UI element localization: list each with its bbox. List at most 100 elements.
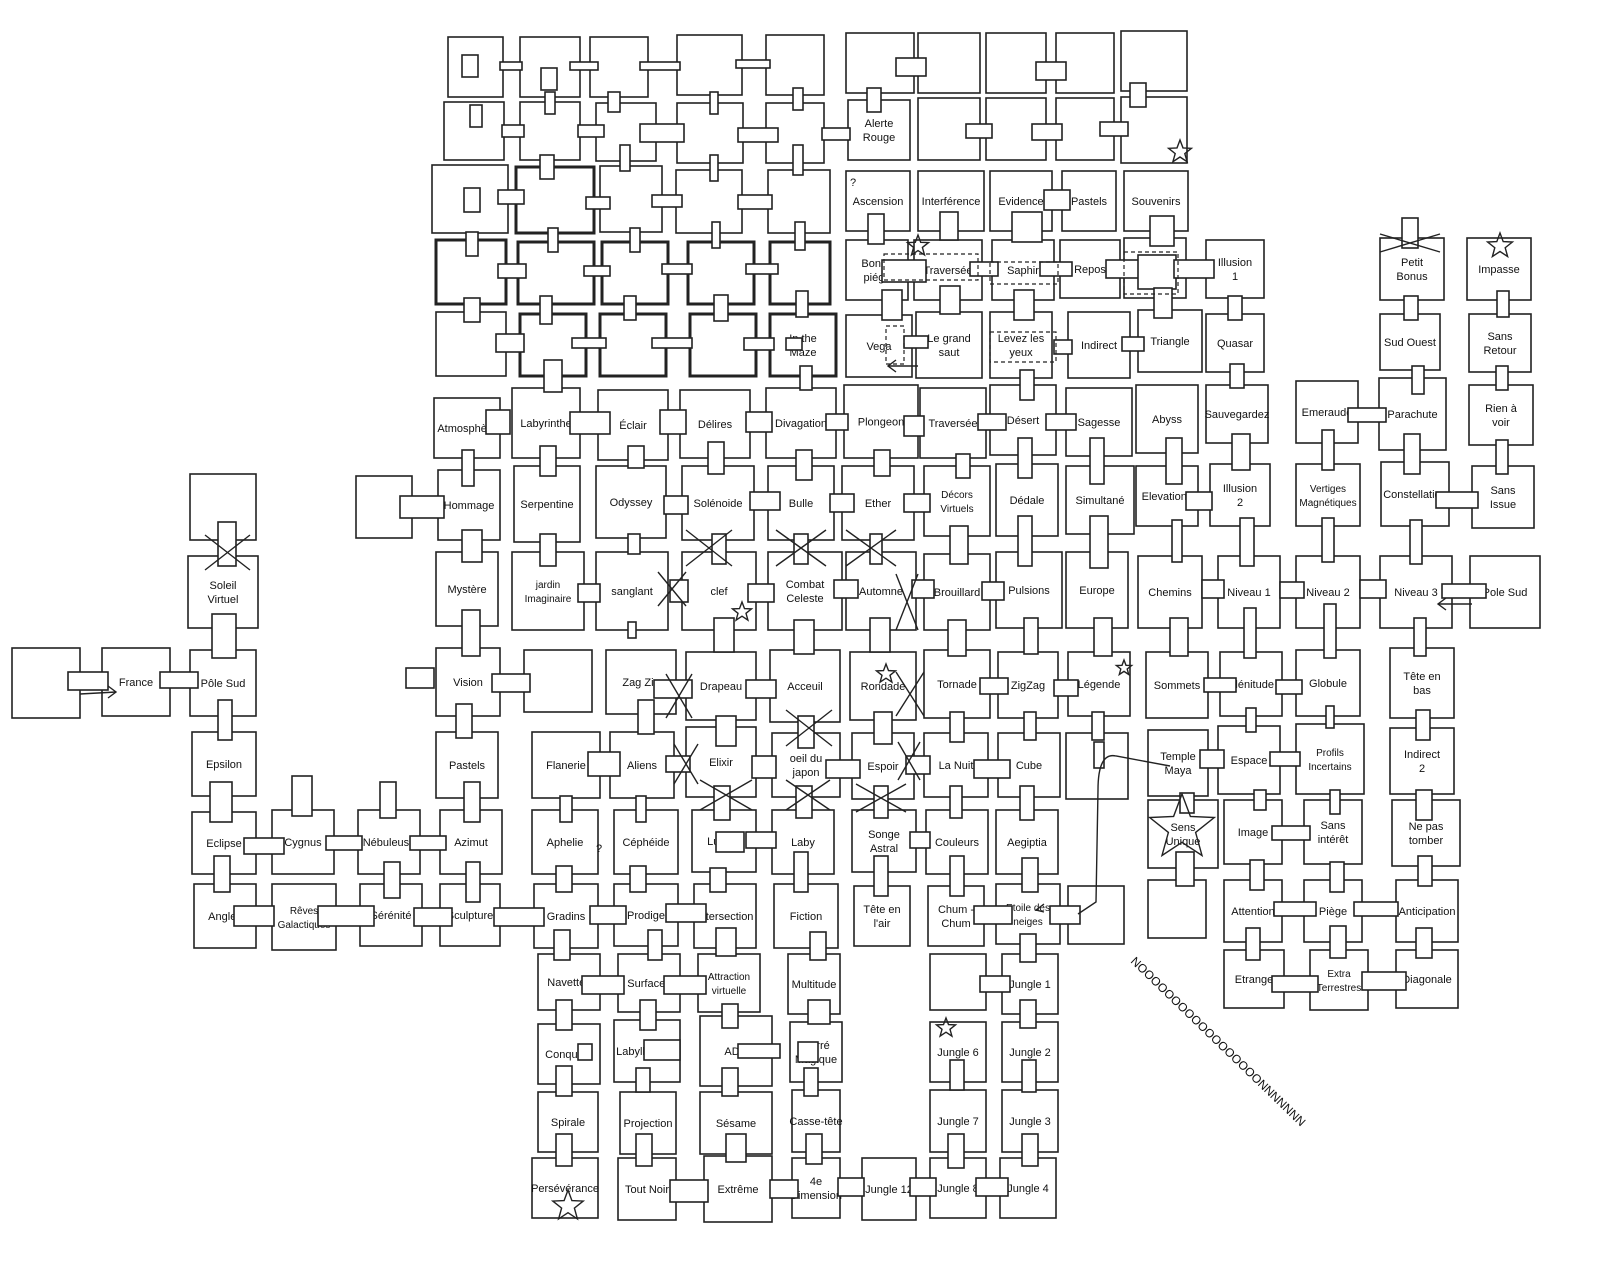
room-box: [523, 649, 593, 713]
door-connector: [1035, 61, 1067, 81]
door-connector: [461, 529, 483, 563]
door-connector: [1239, 517, 1255, 567]
room-solenoide: Solénoide: [681, 465, 755, 541]
cross-mark: [685, 529, 733, 567]
door-connector: [461, 449, 475, 487]
door-connector: [792, 144, 804, 176]
room-box: [1147, 879, 1207, 939]
room-france: France: [101, 647, 171, 717]
room-c21: [514, 165, 596, 235]
door-connector: [1053, 339, 1073, 355]
room-label: Céphéide: [622, 837, 669, 849]
dashed-zone: [989, 261, 1059, 285]
door-connector: [707, 441, 725, 475]
room-label: Abyss: [1152, 414, 1182, 426]
door-connector: [1231, 433, 1251, 471]
door-connector: [709, 154, 719, 182]
door-connector: [1099, 121, 1129, 137]
door-connector: [1171, 519, 1183, 563]
door-connector: [213, 855, 231, 893]
door-layer: [67, 54, 1510, 1203]
room-diagonale: Diagonale: [1395, 949, 1459, 1009]
room-label: Pastels: [1071, 196, 1108, 208]
door-connector: [1049, 905, 1081, 925]
door-connector: [949, 855, 965, 897]
cross-mark: [897, 741, 921, 781]
door-connector: [1227, 295, 1243, 321]
door-connector: [973, 759, 1011, 779]
room-c158: [1147, 879, 1207, 939]
cross-mark: [699, 779, 753, 811]
room-label: Surfaces: [627, 978, 671, 990]
door-connector: [1121, 336, 1145, 352]
room-polesud2: Pole Sud: [1469, 555, 1541, 629]
door-connector: [629, 865, 647, 893]
room-box: [676, 34, 743, 96]
room-odyssey: Odyssey: [595, 465, 667, 539]
door-connector: [577, 583, 601, 603]
room-label: Constellation: [1383, 489, 1447, 501]
door-connector: [1093, 741, 1105, 769]
door-connector: [217, 699, 233, 741]
door-connector: [735, 59, 771, 69]
room-jungle12: Jungle 12: [861, 1157, 917, 1221]
room-label: Drapeau: [700, 681, 742, 693]
door-connector: [825, 759, 861, 779]
room-label: Automne: [859, 586, 903, 598]
door-connector: [409, 835, 447, 851]
door-connector: [751, 755, 777, 779]
star-icon: [1485, 230, 1515, 259]
door-connector: [721, 1003, 739, 1029]
room-chemins: Chemins: [1137, 555, 1203, 629]
door-connector: [749, 491, 781, 511]
door-connector: [543, 359, 563, 393]
cross-mark: [895, 671, 925, 717]
door-connector: [939, 211, 959, 241]
door-connector: [1021, 1059, 1037, 1093]
door-connector: [792, 87, 804, 111]
door-connector: [873, 785, 889, 819]
room-serpentine: Serpentine: [513, 465, 581, 543]
room-label: Sérénité: [371, 910, 412, 922]
door-connector: [1199, 749, 1225, 769]
door-connector: [1137, 254, 1177, 290]
door-connector: [955, 453, 971, 479]
door-connector: [639, 999, 657, 1031]
room-label: Espoir: [867, 761, 899, 773]
room-label: Tout Noir: [625, 1184, 669, 1196]
door-connector: [1249, 859, 1265, 891]
door-connector: [711, 533, 727, 565]
door-connector: [745, 411, 773, 433]
door-connector: [1415, 927, 1433, 959]
door-connector: [1411, 365, 1425, 395]
room-divagation: Divagation: [765, 387, 837, 459]
door-connector: [627, 445, 645, 469]
room-label: Odyssey: [610, 497, 653, 509]
star-icon: [874, 662, 898, 684]
door-connector: [637, 699, 655, 735]
room-label: Anticipation: [1399, 906, 1456, 918]
room-niveau3: Niveau 3: [1379, 555, 1453, 629]
door-connector: [497, 263, 527, 279]
door-connector: [577, 1043, 593, 1061]
door-connector: [1021, 1133, 1039, 1167]
room-sanglant: sanglant: [595, 551, 669, 631]
door-connector: [663, 495, 689, 515]
door-connector: [715, 927, 737, 957]
door-connector: [1409, 519, 1423, 565]
room-label: Traversée: [923, 265, 972, 277]
room-box: [1145, 651, 1209, 719]
door-connector: [1361, 971, 1407, 991]
room-label: Interférence: [922, 196, 981, 208]
room-labyrinthe: Labyrinthe: [511, 387, 581, 459]
door-connector: [873, 449, 891, 477]
cross-mark: [895, 573, 919, 631]
room-label: Pole Sud: [1483, 587, 1528, 599]
